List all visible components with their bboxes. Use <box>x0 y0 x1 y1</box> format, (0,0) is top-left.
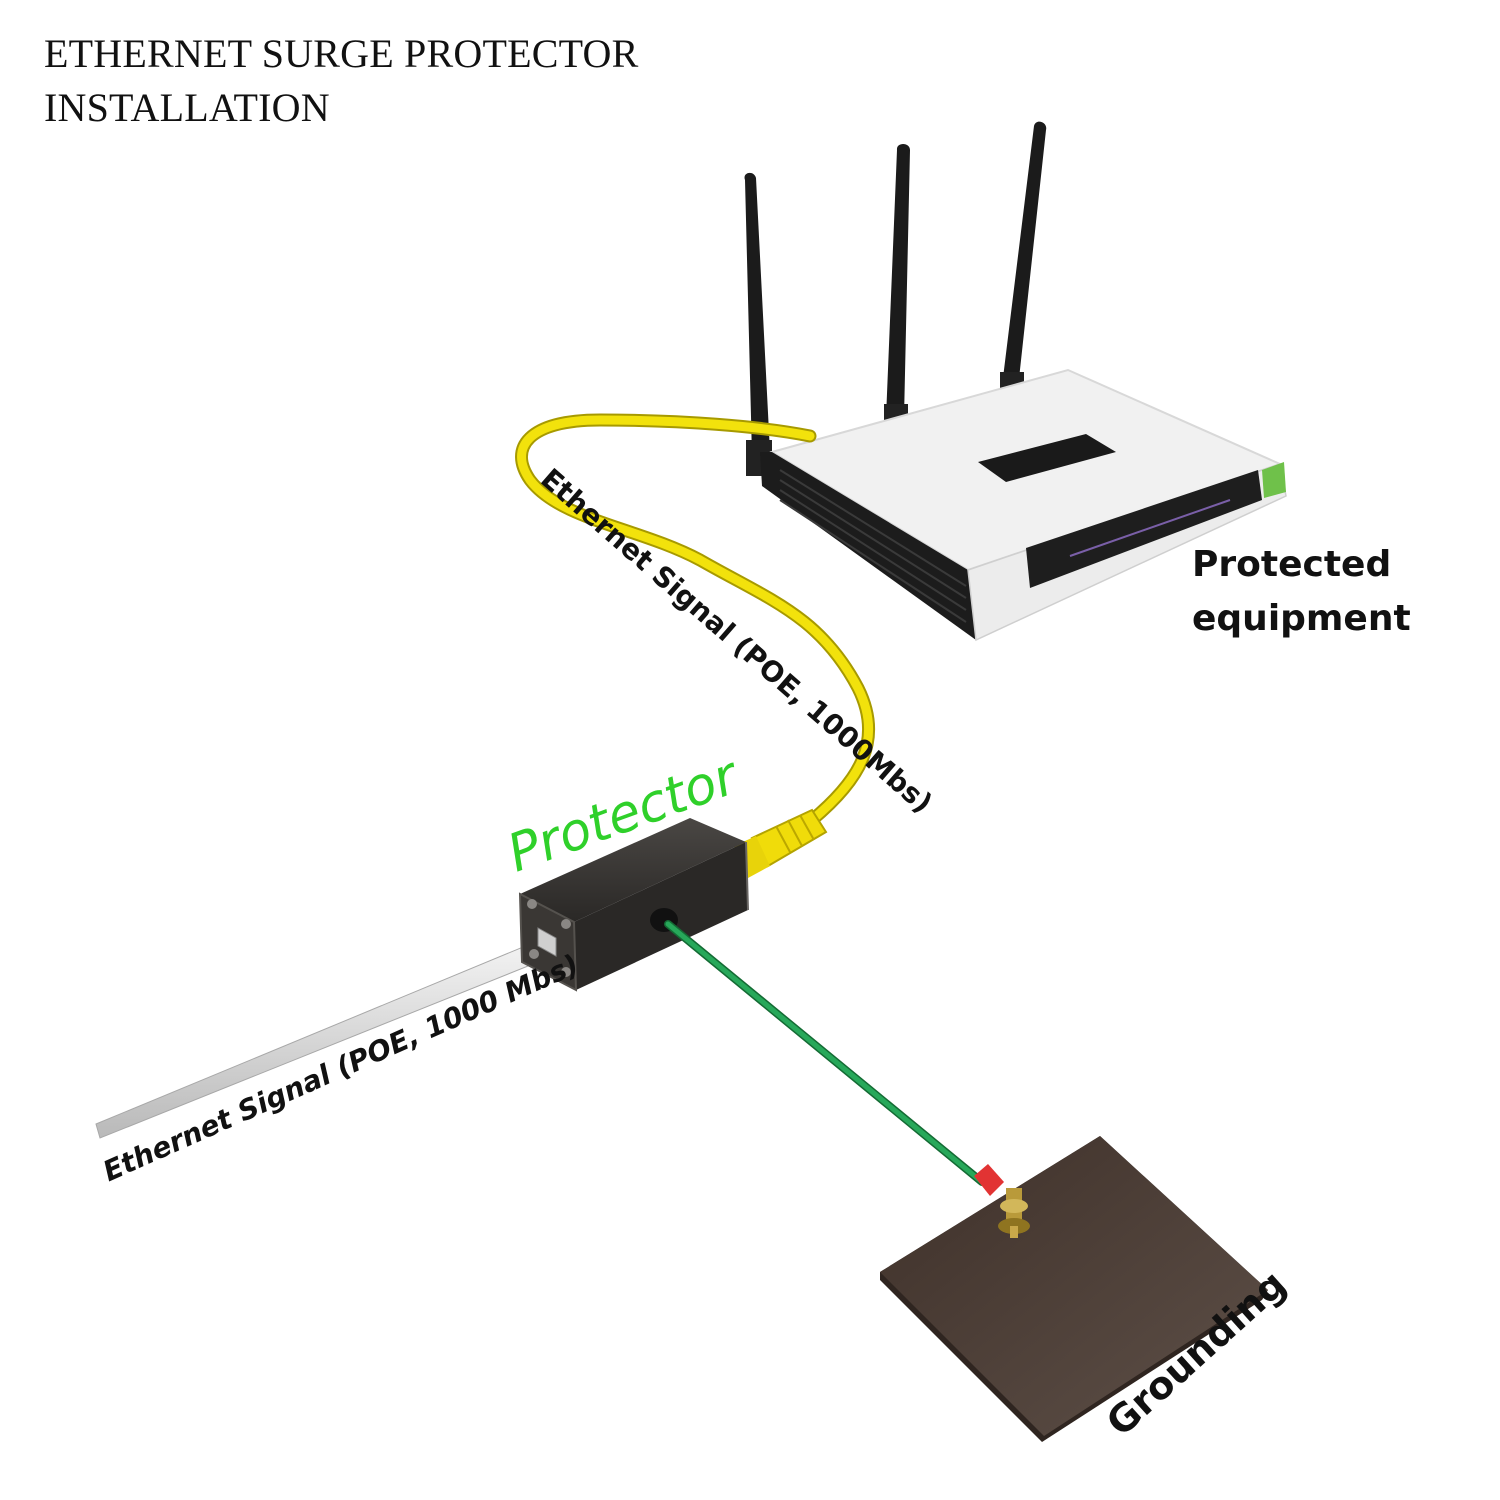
router-top-window <box>978 434 1116 482</box>
yellow-cable <box>515 413 876 878</box>
antenna-left <box>744 172 770 456</box>
router <box>760 368 1287 642</box>
protected-equipment-label-line-1: Protected <box>1192 544 1392 585</box>
page-title-line-1: ETHERNET SURGE PROTECTOR <box>44 31 639 76</box>
white-cable <box>95 939 549 1139</box>
ground-lug <box>974 1164 1004 1196</box>
ground-plate <box>880 1136 1268 1442</box>
router-front-panel <box>1026 470 1262 588</box>
antenna-right <box>1002 121 1047 389</box>
router-badge <box>1262 462 1286 498</box>
protector-device <box>518 818 749 992</box>
ground-wire <box>664 920 1004 1196</box>
page-title-line-2: INSTALLATION <box>44 85 330 130</box>
protected-equipment-label-line-2: equipment <box>1192 598 1411 639</box>
antenna-middle <box>886 144 910 418</box>
